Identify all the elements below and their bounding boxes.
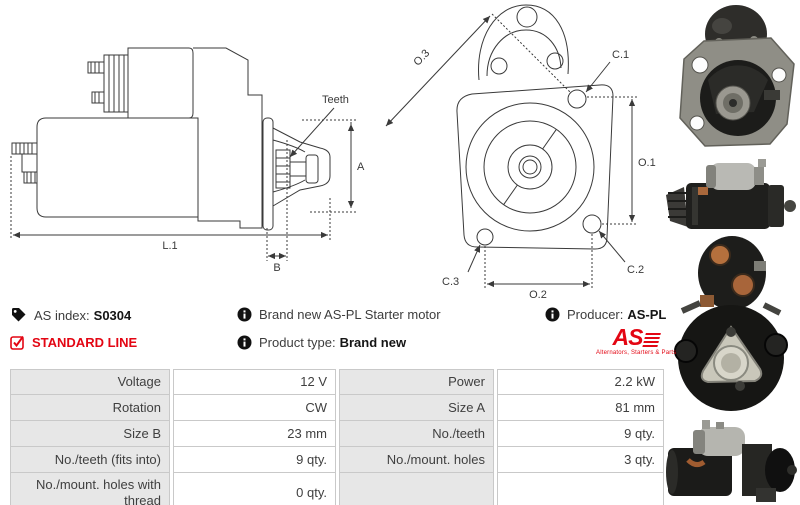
info-icon (237, 335, 252, 350)
spec-label: No./teeth (339, 421, 494, 447)
product-type-row: Product type:Brand new (237, 335, 406, 350)
dim-label-teeth: Teeth (322, 94, 349, 106)
spec-label: Size A (339, 395, 494, 421)
dim-label-o3: O.3 (411, 47, 432, 68)
dim-label-a: A (357, 161, 365, 173)
as-index-value: S0304 (93, 307, 132, 323)
dim-label-l1: L.1 (162, 240, 177, 252)
dim-label-c3: C.3 (442, 276, 459, 288)
spec-value: 81 mm (497, 395, 664, 421)
checkbox-icon (10, 335, 24, 350)
spec-value: 23 mm (173, 421, 336, 447)
as-index-row: AS index:S0304 (10, 307, 131, 323)
spec-value: 9 qty. (173, 447, 336, 473)
photo-rear-end-view[interactable] (670, 233, 794, 413)
brand-new-text: Brand new AS-PL Starter motor (259, 307, 441, 322)
spec-label: No./teeth (fits into) (10, 447, 170, 473)
spec-label: No./mount. holes with thread (10, 473, 170, 505)
producer-label: Producer: (567, 307, 624, 322)
spec-label (339, 473, 494, 505)
starter-side-view-diagram: Teeth A L.1 B (10, 47, 365, 274)
spec-label: Size B (10, 421, 170, 447)
info-icon (237, 307, 252, 322)
spec-value: CW (173, 395, 336, 421)
standard-line-row: STANDARD LINE (10, 335, 137, 350)
spec-value: 9 qty. (497, 421, 664, 447)
starter-front-view-diagram: O.3 C.1 O.1 C.2 C.3 O.2 (385, 4, 656, 300)
photo-side-view-alt[interactable] (664, 418, 798, 505)
photo-side-view[interactable] (662, 157, 800, 234)
standard-line-label: STANDARD LINE (32, 335, 138, 350)
as-pl-logo: AS Alternators, Starters & Parts (596, 326, 676, 356)
producer-value: AS-PL (627, 307, 667, 322)
photo-front-flange-view[interactable] (674, 2, 798, 156)
as-pl-logo-flag-icon (642, 333, 662, 348)
as-pl-logo-text: AS (612, 324, 644, 351)
brand-new-row: Brand new AS-PL Starter motor (237, 307, 441, 322)
spec-label: No./mount. holes (339, 447, 494, 473)
tag-icon (12, 308, 26, 322)
product-type-value: Brand new (339, 335, 407, 350)
spec-value: 2.2 kW (497, 369, 664, 395)
info-icon (545, 307, 560, 322)
dim-label-c1: C.1 (612, 49, 629, 61)
product-photos-column (662, 0, 800, 505)
dim-label-o1: O.1 (638, 157, 656, 169)
producer-row: Producer:AS-PL (545, 307, 666, 322)
spec-label: Rotation (10, 395, 170, 421)
spec-label: Voltage (10, 369, 170, 395)
spec-table: Voltage 12 V Power 2.2 kW Rotation CW Si… (10, 369, 664, 505)
product-type-label: Product type: (259, 335, 336, 350)
spec-label: Power (339, 369, 494, 395)
dim-label-b: B (273, 262, 280, 274)
dim-label-o2: O.2 (529, 289, 547, 300)
dim-label-c2: C.2 (627, 264, 644, 276)
as-pl-logo-tagline: Alternators, Starters & Parts (596, 350, 677, 356)
spec-value (497, 473, 664, 505)
spec-value: 3 qty. (497, 447, 664, 473)
spec-value: 12 V (173, 369, 336, 395)
as-index-label: AS index: (34, 307, 90, 323)
spec-value: 0 qty. (173, 473, 336, 505)
